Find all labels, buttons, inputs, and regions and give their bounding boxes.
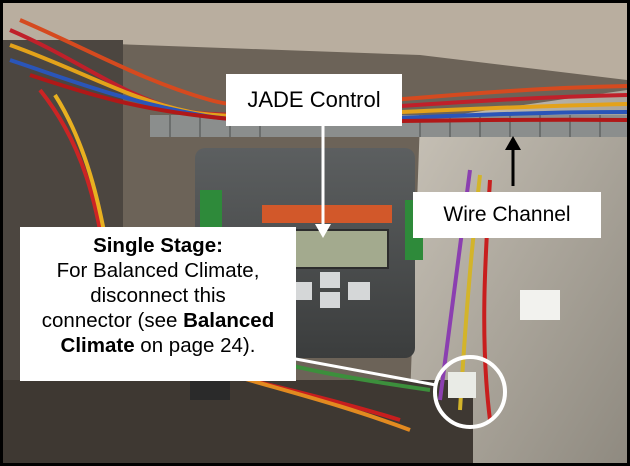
enter-button (348, 282, 370, 300)
single-stage-line-4-bold: Climate (60, 334, 135, 357)
wire-channel-arrowhead (505, 136, 521, 150)
jade-control-label: JADE Control (226, 74, 402, 126)
single-stage-callout: Single Stage: For Balanced Climate, disc… (20, 227, 296, 381)
menu-button (292, 282, 312, 300)
single-stage-line-3-bold: Balanced (183, 309, 275, 332)
single-stage-line-3-text: connector (see (41, 309, 184, 332)
controller-label-strip (262, 205, 392, 223)
connector-highlight-circle (433, 355, 507, 429)
single-stage-line-4: Climate on page 24). (20, 333, 296, 358)
wire-channel-label: Wire Channel (413, 192, 601, 238)
single-stage-line-2: disconnect this (90, 284, 226, 307)
down-button (320, 292, 340, 308)
target-connector (448, 372, 476, 398)
cabinet-floor (3, 380, 473, 463)
single-stage-line-3: connector (see Balanced (20, 308, 296, 333)
white-connector (520, 290, 560, 320)
jade-pointer-arrowhead (315, 224, 331, 238)
green-terminal-block (200, 190, 222, 230)
cabinet-top (3, 3, 627, 80)
single-stage-line-1: For Balanced Climate, (56, 259, 260, 282)
single-stage-title: Single Stage: (93, 234, 223, 257)
up-button (320, 272, 340, 288)
single-stage-line-4-text: on page 24). (134, 334, 256, 357)
